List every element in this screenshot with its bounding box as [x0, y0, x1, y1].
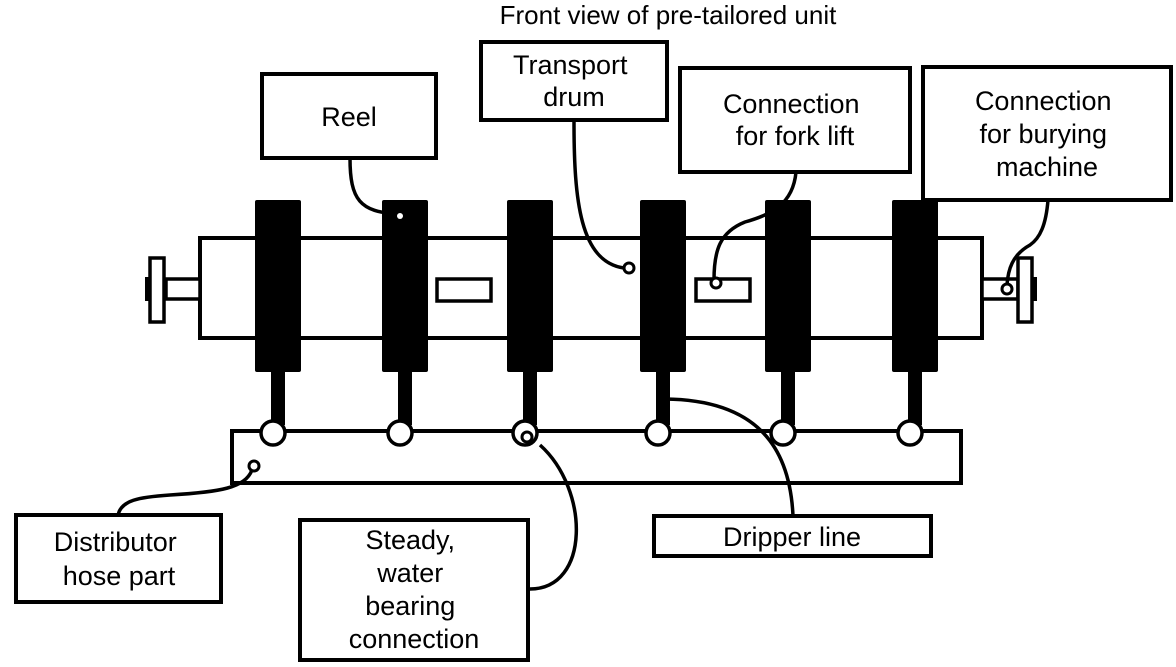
reel — [765, 200, 811, 372]
hose-connection-node — [896, 419, 924, 447]
label-box-burying-machine — [921, 65, 1173, 202]
steady-anchor — [520, 430, 534, 444]
leader-burying-machine — [1005, 199, 1050, 286]
reel-stem — [271, 370, 285, 425]
left-axle — [164, 277, 202, 301]
right-axle-cap — [1031, 277, 1037, 301]
label-line: Distributor — [54, 527, 177, 557]
reel — [507, 200, 553, 372]
left-axle-flange — [148, 256, 166, 324]
label-box-transport-drum — [479, 40, 669, 122]
diagram-title: Front view of pre-tailored unit — [500, 0, 837, 30]
hose-connection-node — [386, 419, 414, 447]
hose-connection-node — [769, 419, 797, 447]
label-line: for burying — [979, 119, 1107, 149]
leader-dripper-line — [664, 397, 795, 517]
right-axle-flange — [1016, 256, 1034, 324]
reel-stem — [781, 370, 795, 425]
leader-reel — [348, 157, 399, 216]
distributor-hose-bar — [230, 429, 963, 485]
reel — [382, 200, 428, 372]
reel — [640, 200, 686, 372]
transport-drum-anchor — [622, 261, 636, 275]
label-dripper-line: Dripper line — [723, 522, 861, 552]
label-line: Connection — [723, 89, 860, 119]
leader-steady — [529, 443, 578, 591]
leader-transport-drum — [572, 121, 625, 270]
label-reel: Reel — [321, 102, 377, 132]
hose-connection-node — [644, 419, 672, 447]
reels-group — [255, 200, 938, 447]
fork-lift-slot-left — [435, 277, 493, 303]
label-fork-lift: Connection for fork lift — [723, 89, 867, 151]
reel-stem — [656, 370, 670, 425]
label-burying-machine: Connection for burying machine — [975, 86, 1119, 182]
label-box-fork-lift — [678, 66, 912, 174]
label-transport-drum: Transport drum — [513, 50, 635, 112]
distributor-anchor — [247, 459, 261, 473]
transport-drum-body — [198, 236, 984, 340]
label-line: machine — [996, 152, 1098, 182]
label-line: drum — [543, 82, 605, 112]
reel-anchor-dot — [397, 213, 403, 219]
label-distributor: Distributor hose part — [54, 527, 185, 591]
label-line: Connection — [975, 86, 1112, 116]
reel-stem — [398, 370, 412, 425]
leader-fork-lift — [712, 171, 798, 281]
label-line: Transport — [513, 50, 628, 80]
burying-machine-anchor — [1000, 282, 1014, 296]
reel-stem — [908, 370, 922, 425]
hose-connection-node — [259, 419, 287, 447]
reel-stem — [523, 370, 537, 425]
label-line: Steady, — [365, 525, 455, 555]
label-box-steady — [298, 518, 530, 662]
label-steady: Steady, water bearing connection — [349, 525, 480, 654]
fork-lift-slot-right — [694, 277, 752, 303]
label-line: for fork lift — [736, 121, 855, 151]
fork-lift-anchor — [709, 276, 723, 290]
reel — [892, 200, 938, 372]
reel — [255, 200, 301, 372]
label-box-distributor — [14, 513, 223, 604]
label-line: bearing — [365, 591, 455, 621]
label-box-reel — [260, 72, 438, 160]
label-line: hose part — [63, 561, 176, 591]
left-axle-cap — [145, 277, 151, 301]
leader-distributor — [116, 469, 254, 517]
label-box-dripper-line — [652, 514, 933, 558]
label-line: water — [376, 558, 443, 588]
label-line: connection — [349, 624, 480, 654]
